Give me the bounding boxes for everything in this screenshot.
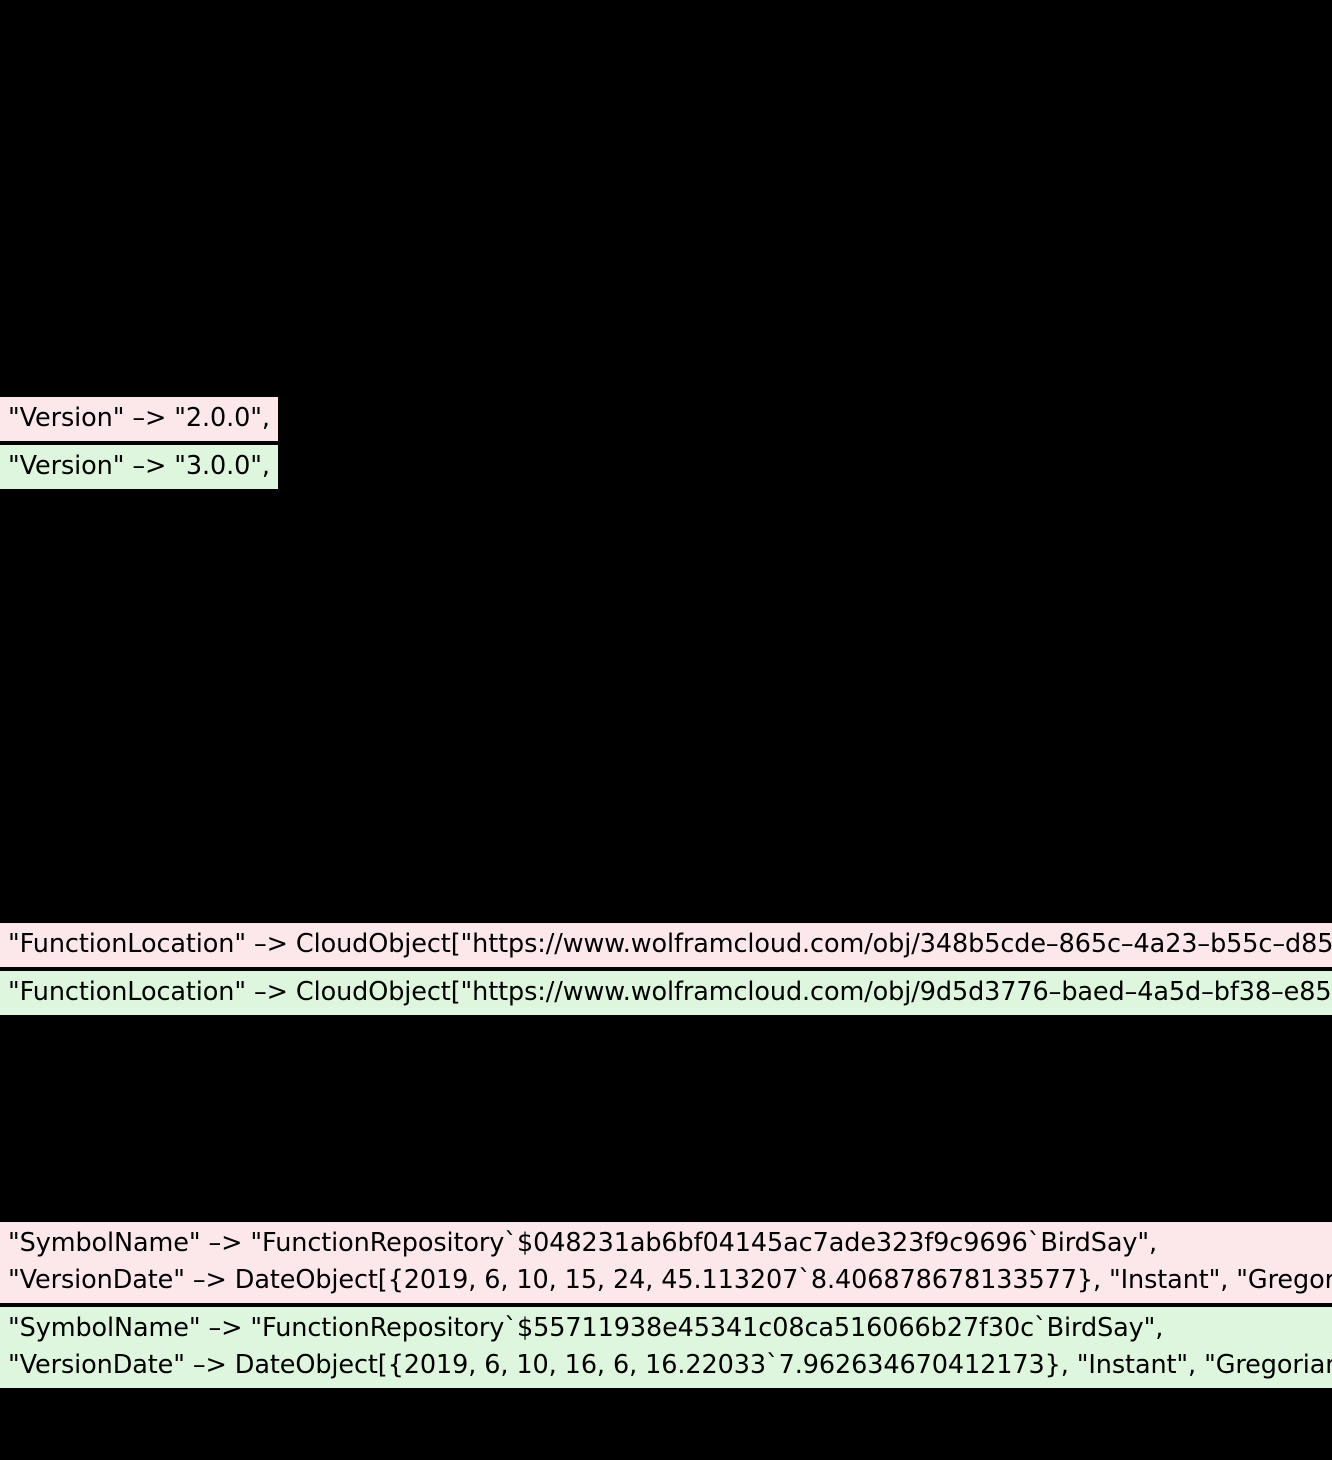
diff-line-added: "SymbolName" –> "FunctionRepository`$557… xyxy=(8,1310,1163,1347)
diff-line-removed: "VersionDate" –> DateObject[{2019, 6, 10… xyxy=(8,1262,1332,1299)
diff-line-added: "FunctionLocation" –> CloudObject["https… xyxy=(8,974,1332,1011)
diff-block-version: "Version" –> "2.0.0", "Version" –> "3.0.… xyxy=(0,397,278,489)
diff-highlight: 23–b55c–d85331085639 xyxy=(1165,929,1332,959)
diff-text: }, "Instant", "Gregorian", –5.], xyxy=(1044,1350,1332,1380)
diff-text: "Version" –> " xyxy=(8,403,186,433)
diff-highlight: 048231ab6bf04145ac7ade323f9c9696 xyxy=(533,1228,1028,1258)
diff-text: }, "Instant", "Gregorian", –5.], xyxy=(1076,1265,1332,1295)
diff-text: `BirdSay", xyxy=(1034,1313,1164,1343)
diff-text: .0.0", xyxy=(202,403,270,433)
diff-block-function-location: "FunctionLocation" –> CloudObject["https… xyxy=(0,923,1332,1015)
diff-added-function-location: "FunctionLocation" –> CloudObject["https… xyxy=(0,971,1332,1015)
diff-removed-symbol-name-version-date: "SymbolName" –> "FunctionRepository`$048… xyxy=(0,1222,1332,1303)
diff-text: –4a xyxy=(1124,977,1169,1007)
diff-text: `BirdSay", xyxy=(1027,1228,1157,1258)
diff-line-added: "Version" –> "3.0.0", xyxy=(8,448,270,485)
diff-line-removed: "SymbolName" –> "FunctionRepository`$048… xyxy=(8,1225,1157,1262)
diff-highlight: 3 xyxy=(185,451,203,481)
diff-removed-function-location: "FunctionLocation" –> CloudObject["https… xyxy=(0,923,1332,967)
diff-line-removed: "FunctionLocation" –> CloudObject["https… xyxy=(8,926,1332,963)
diff-text: "VersionDate" –> DateObject[{2019, 6, 10… xyxy=(8,1265,581,1295)
diff-text: –4a xyxy=(1120,929,1166,959)
diff-highlight: 55711938e45341c08ca516066b27f30c xyxy=(533,1313,1035,1343)
diff-highlight: 6, 6, 16.22033`7.962634670412173 xyxy=(580,1350,1045,1380)
diff-line-added: "VersionDate" –> DateObject[{2019, 6, 10… xyxy=(8,1347,1332,1384)
diff-highlight: 2 xyxy=(185,403,203,433)
diff-highlight: 9d5d3776–baed xyxy=(919,977,1125,1007)
diff-text: "VersionDate" –> DateObject[{2019, 6, 10… xyxy=(8,1350,581,1380)
diff-added-version: "Version" –> "3.0.0", xyxy=(0,445,278,489)
diff-added-symbol-name-version-date: "SymbolName" –> "FunctionRepository`$557… xyxy=(0,1307,1332,1388)
diff-text: .0.0", xyxy=(202,451,270,481)
diff-text: "SymbolName" –> "FunctionRepository`$ xyxy=(8,1228,534,1258)
diff-removed-version: "Version" –> "2.0.0", xyxy=(0,397,278,441)
diff-block-symbol-name-version-date: "SymbolName" –> "FunctionRepository`$048… xyxy=(0,1222,1332,1388)
diff-text: "FunctionLocation" –> CloudObject["https… xyxy=(8,929,920,959)
diff-highlight: 5, 24, 45.113207`8.406878678133577 xyxy=(580,1265,1077,1295)
diff-highlight: 348b5cde–865c xyxy=(919,929,1121,959)
diff-text: "Version" –> " xyxy=(8,451,186,481)
diff-text: "SymbolName" –> "FunctionRepository`$ xyxy=(8,1313,534,1343)
diff-highlight: 5d–bf38–e857d53825e1 xyxy=(1168,977,1332,1007)
diff-line-removed: "Version" –> "2.0.0", xyxy=(8,400,270,437)
diff-text: "FunctionLocation" –> CloudObject["https… xyxy=(8,977,920,1007)
